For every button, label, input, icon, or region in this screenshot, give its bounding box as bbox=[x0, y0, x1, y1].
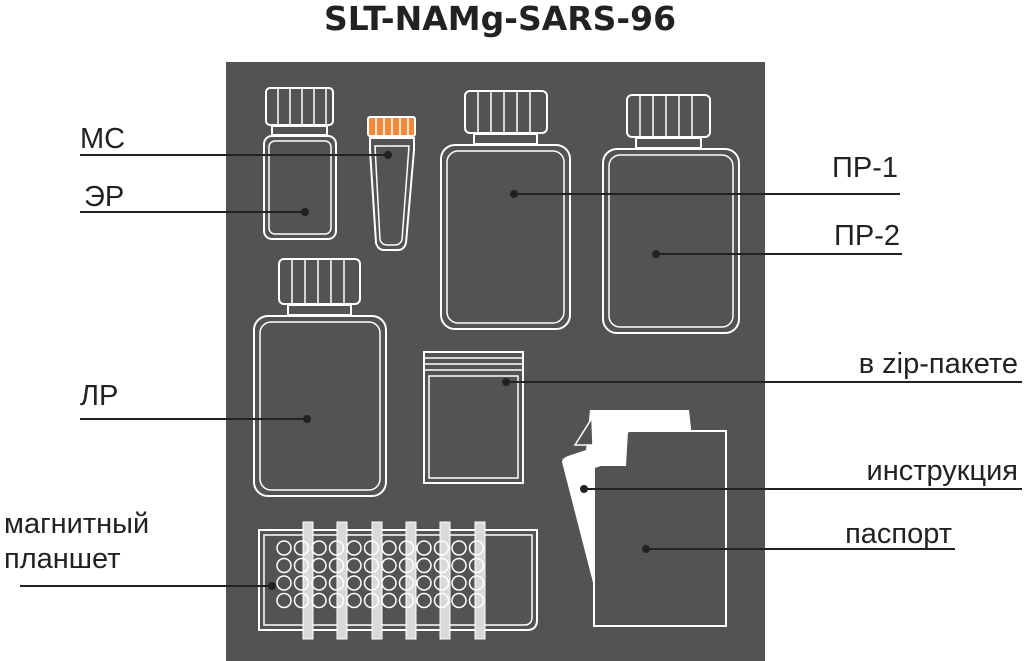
plate-well bbox=[293, 575, 310, 591]
plate-well bbox=[328, 575, 345, 591]
plate-well bbox=[416, 575, 432, 591]
zip-bag bbox=[423, 351, 524, 484]
plate-well bbox=[346, 592, 362, 609]
plate-well bbox=[433, 557, 450, 574]
magnet-strip bbox=[405, 521, 417, 640]
label-mc: МС bbox=[80, 123, 125, 155]
plate-well bbox=[363, 557, 380, 574]
magnet-strip bbox=[371, 521, 383, 640]
plate-well bbox=[416, 557, 432, 574]
plate-well bbox=[433, 540, 450, 556]
label-passport: паспорт bbox=[845, 518, 952, 550]
label-plate-line1: магнитный bbox=[4, 508, 149, 540]
plate-well bbox=[363, 575, 380, 591]
plate-well bbox=[381, 592, 397, 609]
plate-well bbox=[328, 592, 345, 609]
kit-title: SLT-NAMg-SARS-96 bbox=[324, 0, 676, 38]
plate-well bbox=[433, 575, 450, 591]
label-zip-group: в zip-пакете bbox=[502, 348, 1022, 386]
plate-well bbox=[293, 592, 310, 609]
plate-well bbox=[311, 592, 327, 609]
label-lr-group: ЛР bbox=[80, 380, 311, 423]
label-instruction: инструкция bbox=[867, 455, 1019, 487]
plate-well bbox=[276, 575, 292, 591]
microtube-mc bbox=[367, 116, 416, 251]
magnet-strip bbox=[336, 521, 348, 640]
plate-well bbox=[328, 540, 345, 556]
label-instruction-group: инструкция bbox=[580, 455, 1022, 493]
label-lr: ЛР bbox=[80, 380, 118, 412]
label-zip: в zip-пакете bbox=[859, 348, 1018, 380]
label-plate-group: магнитный планшет bbox=[4, 508, 276, 590]
plate-well bbox=[381, 557, 397, 574]
plate-well bbox=[433, 592, 450, 609]
magnet-strip bbox=[439, 521, 451, 640]
bottle-lr bbox=[253, 258, 387, 497]
plate-well bbox=[468, 592, 485, 609]
plate-well bbox=[398, 540, 415, 556]
label-passport-group: паспорт bbox=[642, 518, 955, 553]
plate-well bbox=[451, 540, 467, 556]
bottle-pr1 bbox=[440, 90, 571, 330]
plate-well bbox=[346, 575, 362, 591]
bottle-pr2 bbox=[602, 94, 740, 334]
plate-well bbox=[276, 557, 292, 574]
plate-well bbox=[293, 540, 310, 556]
label-plate-line2: планшет bbox=[4, 543, 120, 575]
plate-well bbox=[451, 557, 467, 574]
plate-well bbox=[416, 592, 432, 609]
plate-well bbox=[398, 557, 415, 574]
plate-well bbox=[398, 592, 415, 609]
plate-well bbox=[416, 540, 432, 556]
label-er-group: ЭР bbox=[80, 181, 309, 216]
plate-well bbox=[363, 592, 380, 609]
plate-well bbox=[346, 557, 362, 574]
plate-well bbox=[381, 540, 397, 556]
plate-well bbox=[293, 557, 310, 574]
plate-well bbox=[468, 540, 485, 556]
label-mc-group: МС bbox=[80, 123, 392, 159]
magnet-strip bbox=[474, 521, 486, 640]
plate-well bbox=[276, 540, 292, 556]
label-pr2-group: ПР-2 bbox=[652, 220, 902, 258]
plate-well bbox=[398, 575, 415, 591]
plate-well bbox=[468, 575, 485, 591]
plate-well bbox=[363, 540, 380, 556]
label-pr1: ПР-1 bbox=[832, 152, 898, 184]
label-er: ЭР bbox=[84, 181, 124, 213]
plate-well bbox=[276, 592, 292, 609]
magnetic-plate bbox=[258, 521, 538, 640]
documents bbox=[562, 410, 727, 627]
plate-well bbox=[311, 557, 327, 574]
plate-well bbox=[328, 557, 345, 574]
plate-well bbox=[346, 540, 362, 556]
plate-well bbox=[451, 575, 467, 591]
plate-well bbox=[381, 575, 397, 591]
label-pr2: ПР-2 bbox=[834, 220, 900, 252]
label-pr1-group: ПР-1 bbox=[510, 152, 900, 198]
plate-well bbox=[311, 540, 327, 556]
plate-well bbox=[468, 557, 485, 574]
plate-well bbox=[451, 592, 467, 609]
plate-well bbox=[311, 575, 327, 591]
small-bottle-er bbox=[263, 87, 337, 240]
